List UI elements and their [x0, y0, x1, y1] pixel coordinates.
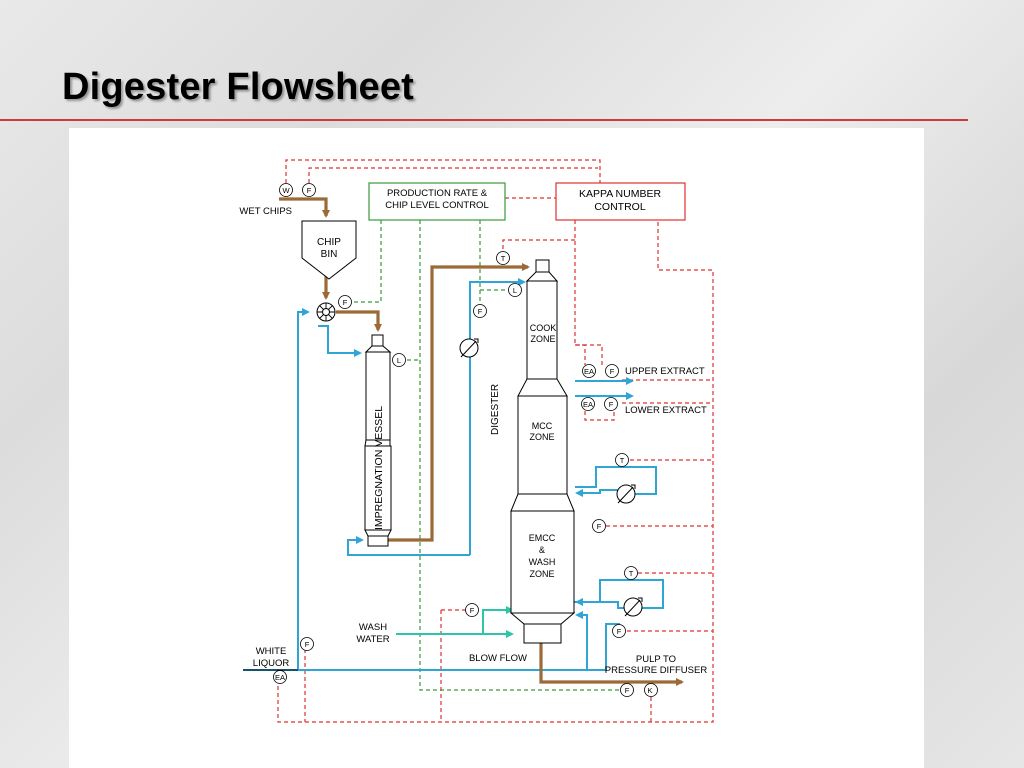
kappa-label-line2: CONTROL [594, 201, 645, 213]
pulp-to-label-line1: PULP TO [636, 654, 676, 665]
white-liquor-label-line1: WHITE [256, 646, 287, 657]
kappa-label-line1: KAPPA NUMBER [579, 188, 661, 200]
slide-title: Digester Flowsheet [62, 66, 415, 108]
cook-zone-label-line2: ZONE [530, 334, 555, 344]
liquor-lines [243, 278, 664, 671]
production-rate-label-line1: PRODUCTION RATE & [387, 188, 488, 199]
production-signal-lines [352, 220, 620, 691]
digester-label: DIGESTER [490, 384, 501, 435]
instrument-f-mcc: F [597, 522, 602, 531]
production-rate-controller-box [368, 182, 506, 221]
mcc-zone-label-line1: MCC [532, 421, 553, 431]
emcc-zone-label-line3: WASH [529, 557, 556, 567]
instrument-f-lower: F [609, 400, 614, 409]
wash-water-label-line1: WASH [359, 622, 387, 633]
instrument-t-top: T [501, 254, 506, 263]
instrument-f-top-liquor: F [478, 307, 483, 316]
instrument-w-chips: W [282, 186, 290, 195]
instrument-f-bottom: F [617, 627, 622, 636]
emcc-zone-label-line2: & [539, 545, 545, 555]
impregnation-vessel [364, 334, 392, 547]
pulp-to-label-line2: PRESSURE DIFFUSER [605, 665, 708, 676]
instrument-f-meter: F [343, 298, 348, 307]
instrument-f-white-liquor: F [305, 640, 310, 649]
instrument-bubbles [273, 183, 658, 697]
wash-water-lines [396, 606, 514, 638]
emcc-zone-label-line4: ZONE [529, 569, 554, 579]
mcc-zone-label-line2: ZONE [529, 432, 554, 442]
instrument-ea-lower: EA [583, 400, 593, 409]
upper-extract-label: UPPER EXTRACT [625, 366, 705, 377]
lower-extract-label: LOWER EXTRACT [625, 405, 707, 416]
instrument-f-chips: F [307, 186, 312, 195]
chip-bin-label-line1: CHIP [317, 237, 341, 248]
wash-water-label-line2: WATER [356, 634, 389, 645]
white-liquor-label-line2: LIQUOR [253, 658, 290, 669]
instrument-f-upper: F [610, 367, 615, 376]
digester-vessel [509, 259, 576, 644]
heat-exchanger-icon [459, 338, 643, 617]
instrument-l-digester: L [513, 286, 517, 295]
instrument-ea-white-liquor: EA [275, 673, 285, 682]
instrument-f-blow: F [625, 686, 630, 695]
production-rate-label-line2: CHIP LEVEL CONTROL [385, 200, 488, 211]
impregnation-vessel-label: IMPREGNATION VESSEL [373, 406, 385, 530]
emcc-zone-label-line1: EMCC [529, 533, 556, 543]
blow-flow-label: BLOW FLOW [469, 653, 527, 664]
chip-meter-icon [316, 302, 336, 322]
instrument-k-blow: K [647, 686, 652, 695]
wet-chips-label: WET CHIPS [239, 206, 292, 217]
kappa-controller-box [555, 182, 686, 221]
instrument-t-mcc: T [620, 456, 625, 465]
chip-flow-lines [279, 197, 684, 686]
instrument-ea-upper: EA [584, 367, 594, 376]
diagram-panel [69, 128, 924, 768]
cook-zone-label-line1: COOK [530, 323, 557, 333]
title-underline [0, 119, 968, 121]
instrument-l-impregnation: L [397, 356, 401, 365]
instrument-f-wash: F [470, 606, 475, 615]
chip-bin [301, 220, 357, 280]
instrument-t-emcc: T [629, 569, 634, 578]
chip-bin-label-line2: BIN [321, 249, 338, 260]
